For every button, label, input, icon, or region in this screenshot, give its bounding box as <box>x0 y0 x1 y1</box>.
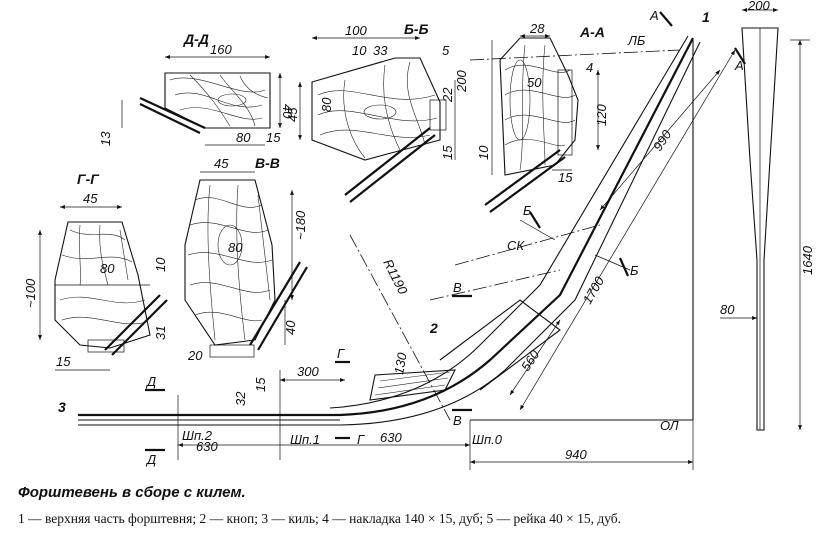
aa-dim-120: 120 <box>594 104 609 126</box>
section-dd: Д-Д 160 40 13 80 15 <box>98 31 295 146</box>
figure-caption: Форштевень в сборе с килем. 1 — верхняя … <box>18 484 808 527</box>
dim-32: 32 <box>233 391 248 406</box>
part-number-1: 1 <box>702 9 710 25</box>
section-bb-label: Б-Б <box>404 21 429 37</box>
bb-dim-33: 33 <box>373 43 388 58</box>
section-vv-label: В-В <box>255 155 280 171</box>
marker-ol: ОЛ <box>660 418 679 433</box>
part-number-3: 3 <box>58 399 66 415</box>
vv-dim-20: 20 <box>187 348 203 363</box>
dd-dim-13: 13 <box>98 131 113 146</box>
caption-legend: 1 — верхняя часть форштевня; 2 — кноп; 3… <box>18 511 622 526</box>
dim-15-main: 15 <box>253 377 268 392</box>
marker-sk: СК <box>507 238 525 253</box>
dim-630b: 630 <box>380 430 402 445</box>
aa-dim-15: 15 <box>558 170 573 185</box>
dd-dim-160: 160 <box>210 42 232 57</box>
front-view: 200 1640 80 <box>720 0 815 431</box>
vv-dim-180: ~180 <box>293 210 308 240</box>
dim-990: 990 <box>650 127 675 154</box>
part-number-2: 2 <box>429 320 438 336</box>
caption-title: Форштевень в сборе с килем. <box>18 484 246 501</box>
dim-940: 940 <box>565 447 587 462</box>
stem-assembly-drawing: Д-Д 160 40 13 80 15 Б-Б 100 10 33 5 45 8… <box>23 0 815 470</box>
dd-dim-80: 80 <box>236 130 251 145</box>
dd-dim-15: 15 <box>266 130 281 145</box>
marker-v-bottom: В <box>453 413 462 428</box>
bb-dim-22: 22 <box>440 87 455 103</box>
gg-dim-10: 10 <box>153 257 168 272</box>
marker-g-bottom: Г <box>357 432 365 447</box>
dim-300: 300 <box>297 364 319 379</box>
bb-dim-100: 100 <box>345 23 367 38</box>
marker-d-bottom: Д <box>145 452 156 467</box>
gg-dim-15: 15 <box>56 354 71 369</box>
gg-dim-100: ~100 <box>23 278 38 308</box>
dim-560: 560 <box>518 347 543 374</box>
section-aa-label: А-А <box>579 24 605 40</box>
station-sp0: Шп.0 <box>472 432 503 447</box>
front-dim-1640: 1640 <box>800 245 815 275</box>
vv-dim-40: 40 <box>283 320 298 335</box>
front-dim-80: 80 <box>720 302 735 317</box>
bb-dim-80: 80 <box>319 97 334 112</box>
bb-dim-5: 5 <box>442 43 450 58</box>
marker-d-top: Д <box>145 374 156 389</box>
dim-130: 130 <box>391 351 410 376</box>
marker-b-left: Б <box>523 203 532 218</box>
main-side-view: А А ЛБ Б Б СК В В Г Г Д Д ОЛ 1 2 3 990 1… <box>58 8 746 470</box>
gg-dim-80: 80 <box>100 261 115 276</box>
dim-r1190: R1190 <box>380 257 411 298</box>
bb-dim-45: 45 <box>285 107 300 122</box>
station-sp2: Шп.2 <box>182 428 213 443</box>
gg-dim-45: 45 <box>83 191 98 206</box>
section-gg-label: Г-Г <box>77 171 100 187</box>
dim-630a: 630 <box>196 439 218 454</box>
marker-a-top: А <box>649 8 659 23</box>
station-sp1: Шп.1 <box>290 432 320 447</box>
section-bb: Б-Б 100 10 33 5 45 80 22 15 <box>285 21 456 203</box>
marker-g-top: Г <box>337 346 345 361</box>
section-dd-label: Д-Д <box>183 31 209 47</box>
marker-a-right: А <box>734 58 744 73</box>
gg-dim-31: 31 <box>153 326 168 340</box>
marker-lb: ЛБ <box>627 33 646 48</box>
marker-v-top: В <box>453 280 462 295</box>
aa-dim-4: 4 <box>586 60 593 75</box>
aa-dim-200: 200 <box>454 70 469 93</box>
marker-b-right: Б <box>630 263 639 278</box>
section-vv: В-В 45 80 ~180 40 20 <box>184 155 308 363</box>
aa-dim-28: 28 <box>529 21 545 36</box>
vv-dim-80: 80 <box>228 240 243 255</box>
bb-dim-10: 10 <box>352 43 367 58</box>
section-gg: Г-Г 45 ~100 80 10 31 15 <box>23 171 168 371</box>
dd-dim-40: 40 <box>280 104 295 119</box>
front-dim-200: 200 <box>747 0 770 13</box>
aa-dim-50: 50 <box>527 75 542 90</box>
dim-1700: 1700 <box>580 273 608 306</box>
vv-dim-45: 45 <box>214 156 229 171</box>
bb-dim-15: 15 <box>440 145 455 160</box>
aa-dim-10: 10 <box>476 145 491 160</box>
section-aa: А-А 28 200 50 4 120 10 15 <box>454 21 609 213</box>
